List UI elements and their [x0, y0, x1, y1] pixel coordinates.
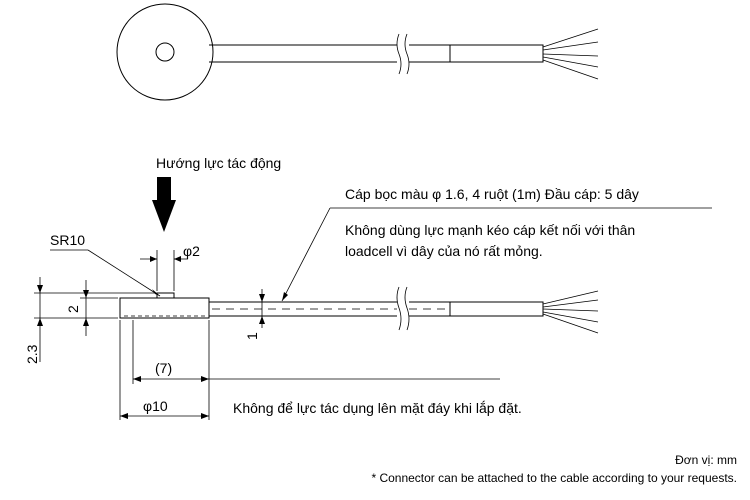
- force-arrow-shaft: [157, 177, 171, 201]
- side-view-button: [156, 292, 175, 299]
- body-diameter-label: φ10: [143, 398, 168, 414]
- height-2-3-label: 2.3: [24, 344, 40, 364]
- length-7-label: (7): [155, 360, 172, 376]
- unit-label: Đơn vị: mm: [675, 453, 737, 467]
- cable-spec-label: Cáp bọc màu φ 1.6, 4 ruột (1m) Đầu cáp: …: [345, 186, 639, 202]
- side-view: [119, 286, 599, 334]
- button-diameter-label: φ2: [183, 243, 200, 259]
- side-view-body: [119, 297, 210, 319]
- force-direction-label: Hướng lực tác động: [156, 155, 281, 171]
- sphere-radius-label: SR10: [50, 232, 85, 248]
- force-arrow-head: [152, 200, 176, 232]
- top-view-body-circle: [116, 3, 214, 101]
- height-2-label: 2: [65, 305, 81, 313]
- dimensions: SR10 φ2 2 2.3 1: [24, 232, 500, 420]
- connector-note: * Connector can be attached to the cable…: [371, 471, 737, 485]
- callouts: Cáp bọc màu φ 1.6, 4 ruột (1m) Đầu cáp: …: [233, 186, 712, 416]
- bottom-warning-label: Không để lực tác dụng lên mặt đáy khi lắ…: [233, 400, 522, 416]
- top-view: [116, 3, 599, 101]
- cable-warning-line2: loadcell vì dây của nó rất mỏng.: [345, 243, 543, 259]
- force-direction: Hướng lực tác động: [152, 155, 281, 232]
- cable-1-label: 1: [244, 332, 260, 340]
- top-view-center-hole: [155, 42, 175, 62]
- cable-warning-line1: Không dùng lực mạnh kéo cáp kết nối với …: [345, 222, 635, 238]
